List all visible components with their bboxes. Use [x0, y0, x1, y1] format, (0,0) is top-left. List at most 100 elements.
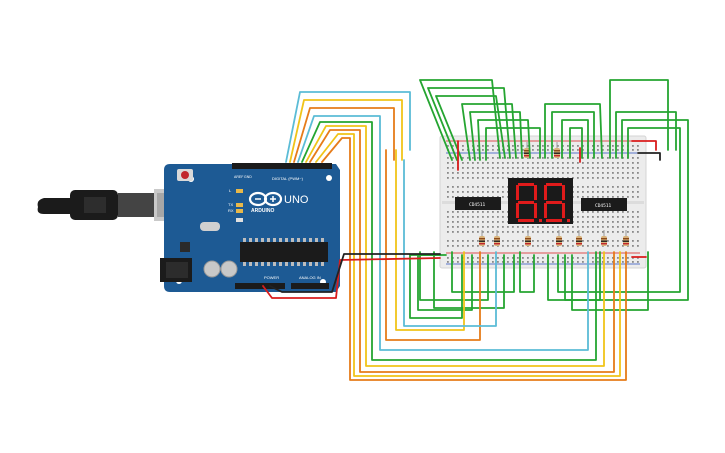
breadboard-hole	[522, 231, 524, 233]
breadboard-hole	[612, 261, 614, 263]
wire[interactable]	[451, 251, 515, 293]
breadboard-hole	[607, 240, 609, 242]
breadboard-hole	[607, 191, 609, 193]
wires[interactable]	[262, 79, 689, 381]
decoder-chip-left[interactable]: CD4511	[455, 197, 501, 210]
wire[interactable]	[551, 111, 595, 159]
wire[interactable]	[519, 251, 535, 293]
breadboard-hole	[632, 186, 634, 188]
breadboard-hole	[617, 196, 619, 198]
breadboard-hole	[632, 167, 634, 169]
wire[interactable]	[315, 133, 621, 377]
usb-cable[interactable]	[37, 189, 182, 221]
wire[interactable]	[544, 103, 603, 159]
wire[interactable]	[433, 251, 505, 309]
breadboard-hole	[542, 177, 544, 179]
breadboard-hole	[602, 231, 604, 233]
wire[interactable]	[403, 159, 497, 327]
breadboard-hole	[572, 177, 574, 179]
breadboard-hole	[537, 145, 539, 147]
breadboard-hole	[482, 186, 484, 188]
decoder-chip-right[interactable]: CD4511	[581, 198, 627, 211]
breadboard-hole	[537, 177, 539, 179]
breadboard-hole	[587, 211, 589, 213]
wire[interactable]	[297, 115, 589, 351]
crystal	[200, 222, 220, 231]
wire[interactable]	[435, 95, 506, 161]
breadboard-hole	[617, 186, 619, 188]
breadboard-hole	[622, 257, 624, 259]
breadboard-hole	[477, 240, 479, 242]
power-wire-5v[interactable]	[262, 257, 441, 299]
wire[interactable]	[385, 149, 481, 341]
breadboard-hole	[562, 261, 564, 263]
wire[interactable]	[615, 111, 677, 159]
wire[interactable]	[427, 87, 511, 161]
breadboard-hole	[497, 211, 499, 213]
breadboard-hole	[587, 191, 589, 193]
wire[interactable]	[569, 127, 583, 159]
breadboard-hole	[572, 226, 574, 228]
breadboard-hole	[557, 162, 559, 164]
breadboard-hole	[452, 145, 454, 147]
breadboard-hole	[612, 231, 614, 233]
breadboard-hole	[542, 162, 544, 164]
wire[interactable]	[557, 127, 681, 293]
segment	[534, 185, 537, 200]
wire[interactable]	[293, 107, 395, 163]
breadboard-hole	[527, 226, 529, 228]
breadboard-hole	[617, 221, 619, 223]
breadboard-hole	[597, 172, 599, 174]
chip-pin	[315, 238, 318, 242]
breadboard-hole	[457, 216, 459, 218]
breadboard-hole	[462, 177, 464, 179]
breadboard-hole	[487, 149, 489, 151]
wire[interactable]	[477, 119, 531, 161]
breadboard-hole	[497, 172, 499, 174]
breadboard-hole	[537, 167, 539, 169]
wire[interactable]	[419, 251, 489, 301]
breadboard-hole	[597, 261, 599, 263]
breadboard-hole	[597, 245, 599, 247]
wire[interactable]	[419, 79, 501, 161]
power-wire[interactable]	[631, 140, 657, 151]
breadboard-hole	[472, 186, 474, 188]
breadboard-hole	[592, 177, 594, 179]
breadboard-hole	[467, 186, 469, 188]
breadboard-hole	[592, 172, 594, 174]
breadboard-hole	[462, 149, 464, 151]
wire[interactable]	[309, 129, 615, 373]
wire[interactable]	[289, 99, 403, 163]
breadboard-hole	[587, 221, 589, 223]
ground-wire[interactable]	[269, 253, 441, 293]
wire[interactable]	[285, 91, 411, 163]
wire[interactable]	[301, 121, 597, 361]
breadboard-hole	[482, 145, 484, 147]
wire[interactable]	[461, 103, 517, 161]
seven-segment-display[interactable]	[508, 178, 573, 224]
breadboard-hole	[547, 177, 549, 179]
breadboard-hole	[582, 240, 584, 242]
wire[interactable]	[547, 119, 689, 301]
tx-label: TX	[228, 202, 233, 207]
wire[interactable]	[609, 79, 669, 159]
wire[interactable]	[395, 149, 465, 331]
wire[interactable]	[571, 251, 649, 311]
breadboard-hole	[492, 145, 494, 147]
wire[interactable]	[485, 127, 541, 161]
l-label: L	[229, 188, 232, 193]
ground-wire[interactable]	[637, 152, 661, 161]
arduino-uno-board[interactable]: ARDUINO UNO DIGITAL (PWM~) ANALOG IN POW…	[160, 163, 340, 292]
wire[interactable]	[305, 125, 605, 367]
breadboard-hole	[447, 167, 449, 169]
chip-pin	[315, 262, 318, 266]
breadboard-hole	[597, 231, 599, 233]
breadboard-hole	[552, 245, 554, 247]
breadboard-hole	[622, 221, 624, 223]
breadboard-hole	[592, 221, 594, 223]
wire[interactable]	[564, 251, 601, 301]
wire[interactable]	[469, 111, 523, 161]
wire[interactable]	[561, 119, 589, 159]
breadboard-hole	[532, 261, 534, 263]
